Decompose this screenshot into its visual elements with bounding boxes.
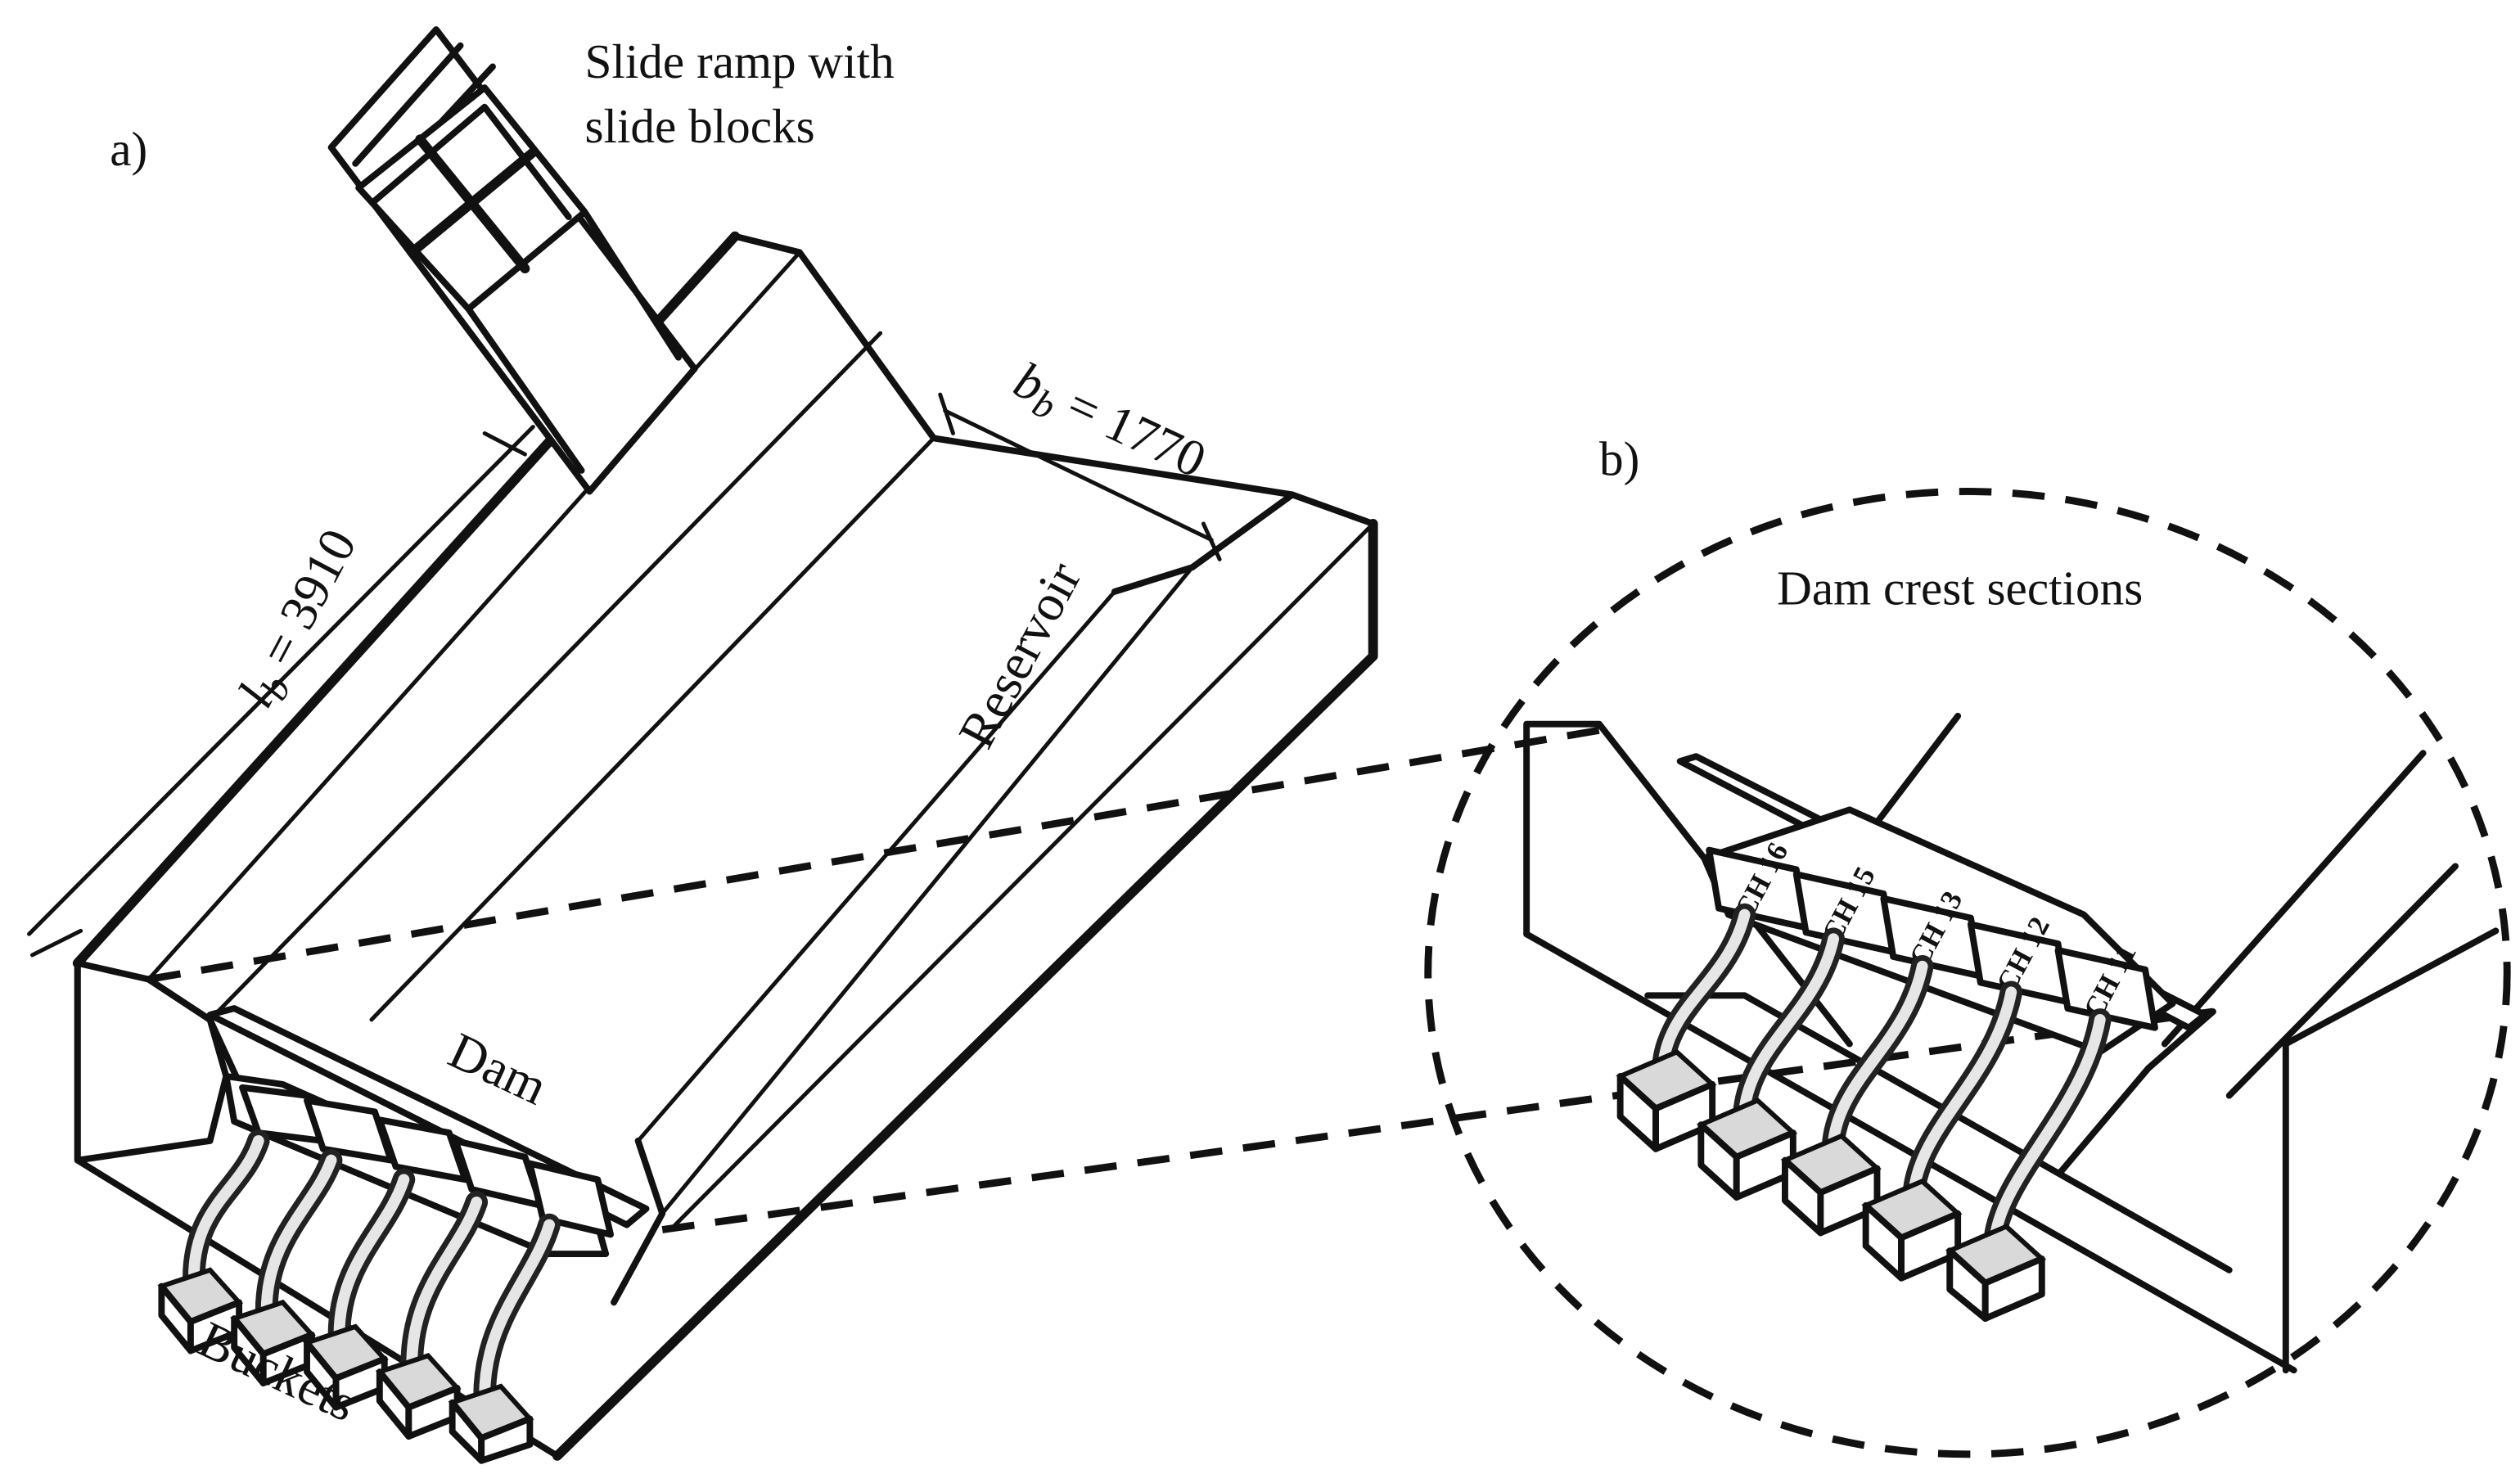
panel-a-label: a) [110, 122, 147, 176]
buckets-a [157, 1267, 534, 1464]
bucket [157, 1267, 244, 1355]
channel-detail [1523, 712, 2500, 1374]
flume-channel [72, 231, 1378, 1461]
dimension-lb [27, 425, 535, 958]
dam-label: Dam [440, 1021, 556, 1116]
crest-section: CH 11 [2054, 939, 2158, 1031]
bucket [1616, 1048, 1717, 1152]
bucket [1945, 1224, 2047, 1322]
bucket [448, 1383, 534, 1464]
bucket [375, 1353, 462, 1440]
slide-ramp [327, 26, 698, 495]
reservoir-label: Reservoir [948, 552, 1093, 757]
slide-ramp-label-line1: Slide ramp with [584, 34, 894, 88]
dam-crest-sections-label: Dam crest sections [1777, 561, 2143, 615]
svg-text:lb = 3910: lb = 3910 [227, 520, 374, 719]
connector-line-top [147, 725, 1608, 983]
crest-plate-detail: CH 16 CH 15 CH 13 CH 12 CH 11 [1676, 753, 2209, 1056]
slide-blocks [355, 84, 588, 313]
crest-section-boxes-a [239, 1084, 615, 1238]
lb-dimension-label: lb = 3910 [227, 520, 374, 719]
dimension-bb [938, 392, 1222, 561]
slide-ramp-label-line2: slide blocks [584, 99, 814, 153]
crest-section: CH 16 [1706, 837, 1810, 931]
detail-circle [1424, 488, 2511, 1458]
panel-b-label: b) [1599, 432, 1639, 486]
dam-crest [206, 1005, 650, 1258]
bucket [1861, 1178, 1963, 1282]
crest-section: CH 15 [1792, 861, 1897, 955]
panel-b-drawing: CH 16 CH 15 CH 13 CH 12 CH 11 [147, 488, 2511, 1458]
bb-dimension-label: bb = 1770 [1003, 351, 1215, 496]
buckets-b [1616, 1048, 2047, 1322]
crest-section-boxes-b: CH 16 CH 15 CH 13 CH 12 CH 11 [1706, 837, 2158, 1031]
bucket [302, 1323, 389, 1411]
connector-line-bottom [661, 1007, 2214, 1233]
bucket [1780, 1133, 1882, 1237]
bucket [230, 1299, 316, 1386]
svg-text:bb = 1770: bb = 1770 [1003, 351, 1215, 496]
pipes-b [1652, 903, 2112, 1250]
panel-a-drawing [27, 26, 1378, 1464]
pipes-a [183, 1129, 561, 1408]
